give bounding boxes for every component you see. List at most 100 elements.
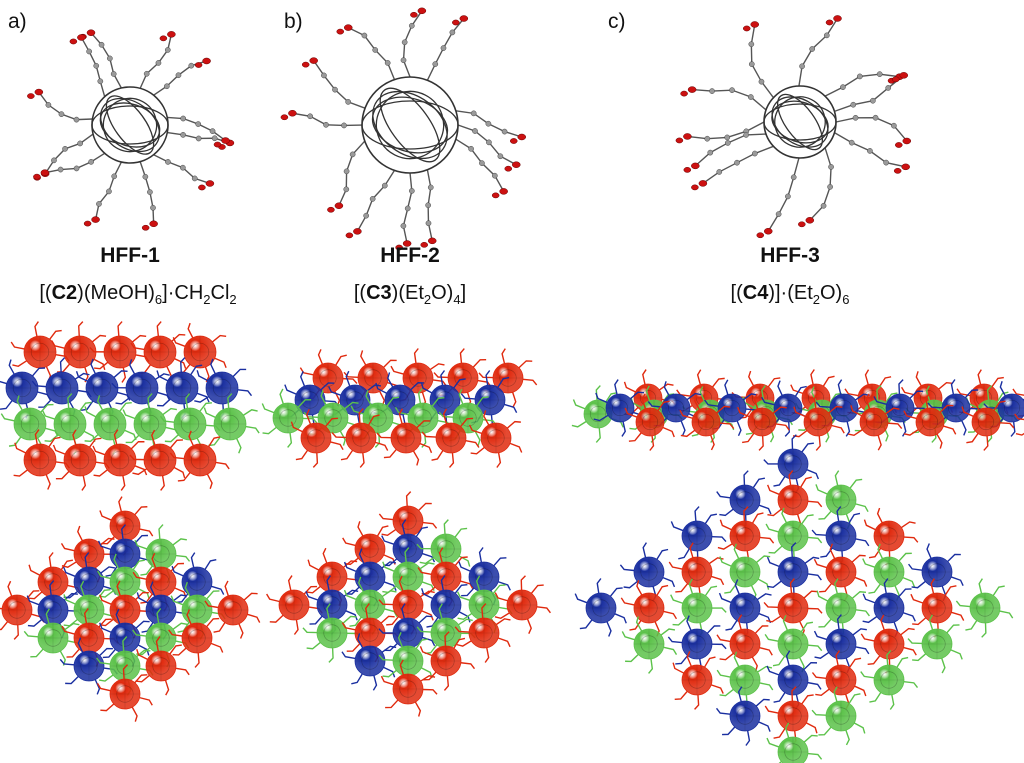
ester-arm bbox=[996, 391, 1009, 403]
cage-ring bbox=[475, 624, 493, 642]
cage-lines bbox=[184, 444, 216, 476]
cage-ring bbox=[30, 342, 50, 362]
molecule-hff-1 bbox=[27, 20, 235, 231]
ester-arm bbox=[609, 587, 623, 597]
ester-arm bbox=[100, 703, 115, 712]
ester-arm bbox=[807, 607, 823, 614]
ester-arm bbox=[309, 615, 323, 625]
cage-ring bbox=[307, 429, 325, 447]
carbon-atom bbox=[180, 132, 186, 138]
cage-lines bbox=[682, 521, 712, 551]
formula-hff-1: [(C2)(MeOH)6]·CH2Cl2 bbox=[39, 282, 237, 307]
ester-arm bbox=[595, 427, 601, 443]
ester-arm bbox=[196, 392, 210, 403]
carbon-atom bbox=[425, 220, 432, 227]
cage-lines bbox=[682, 665, 712, 695]
cage-ring bbox=[736, 707, 754, 725]
ester-arm bbox=[418, 502, 432, 511]
carbon-atom bbox=[707, 149, 714, 156]
ester-arm bbox=[668, 561, 683, 570]
ester-arm bbox=[124, 429, 137, 441]
carbon-atom bbox=[848, 139, 855, 146]
cage-ring bbox=[102, 97, 158, 153]
carbon-atom bbox=[790, 174, 797, 181]
cage-ring bbox=[80, 545, 98, 563]
ester-arm bbox=[317, 349, 323, 365]
ester-arm bbox=[675, 655, 689, 665]
cage-ring bbox=[977, 413, 995, 431]
cage-lines bbox=[886, 394, 914, 422]
ester-arm bbox=[719, 652, 734, 661]
carbon-atom bbox=[400, 223, 407, 229]
ester-arm bbox=[386, 396, 400, 407]
cage-ring bbox=[116, 517, 134, 535]
ester-arm bbox=[710, 434, 715, 451]
ester-arm bbox=[125, 434, 140, 444]
ester-arm bbox=[986, 385, 993, 401]
ester-arm bbox=[129, 359, 136, 375]
ester-arm bbox=[448, 452, 455, 468]
bond-chain bbox=[767, 157, 800, 232]
packing-hff-1-side bbox=[0, 320, 260, 495]
cage-lines bbox=[826, 593, 856, 623]
ester-arm bbox=[41, 410, 55, 420]
ester-arm bbox=[768, 545, 783, 554]
ester-arm bbox=[387, 372, 394, 388]
ester-arm bbox=[470, 446, 485, 455]
ester-arm bbox=[680, 420, 686, 437]
cage-lines bbox=[778, 557, 808, 587]
ester-arm bbox=[302, 417, 318, 424]
oxygen-atom bbox=[756, 232, 765, 239]
ester-arm bbox=[743, 506, 749, 522]
cage-lines bbox=[144, 336, 176, 368]
ester-arm bbox=[429, 363, 445, 371]
ester-arm bbox=[83, 430, 96, 442]
ester-arm bbox=[290, 421, 303, 433]
cage-ring bbox=[110, 342, 130, 362]
cage-lines bbox=[730, 665, 760, 695]
packing-hff-2-top bbox=[258, 491, 558, 717]
cage-lines bbox=[662, 394, 690, 422]
ester-arm bbox=[751, 512, 764, 524]
formula-hff-3: [(C4)]·(Et2O)6 bbox=[730, 282, 850, 307]
ester-arm bbox=[834, 470, 840, 486]
ester-arm bbox=[383, 666, 396, 678]
ester-arm bbox=[81, 400, 94, 411]
carbon-atom bbox=[180, 164, 186, 171]
cage-ring bbox=[152, 545, 170, 563]
ester-arm bbox=[129, 454, 145, 461]
ester-arm bbox=[845, 421, 851, 437]
cage-lines bbox=[391, 423, 421, 453]
carbon-atom bbox=[143, 70, 150, 77]
cage-ring bbox=[688, 599, 706, 617]
cage-ring bbox=[736, 527, 754, 545]
ester-arm bbox=[72, 429, 77, 445]
title-hff-3: HFF-3 bbox=[760, 244, 820, 267]
ester-arm bbox=[279, 388, 284, 404]
cage-ring bbox=[361, 596, 379, 614]
ester-arm bbox=[414, 701, 422, 717]
ester-arm bbox=[215, 461, 230, 470]
ester-arm bbox=[772, 655, 786, 667]
ester-arm bbox=[801, 694, 814, 705]
ester-arm bbox=[360, 350, 367, 366]
packing-hff-3-side bbox=[568, 369, 1024, 451]
cage-lines bbox=[634, 629, 664, 659]
bond-chain bbox=[90, 32, 122, 89]
ester-arm bbox=[863, 519, 876, 531]
ester-arm bbox=[67, 393, 73, 409]
ester-arm bbox=[132, 629, 147, 637]
ester-arm bbox=[775, 423, 790, 431]
ester-arm bbox=[0, 400, 13, 410]
ester-arm bbox=[901, 421, 907, 437]
ester-arm bbox=[520, 575, 526, 591]
ester-arm bbox=[117, 321, 123, 337]
cage-ring bbox=[442, 429, 460, 447]
ester-arm bbox=[372, 675, 378, 691]
ester-arm bbox=[120, 475, 126, 491]
ester-arm bbox=[813, 393, 819, 409]
ester-arm bbox=[672, 662, 685, 674]
ester-arm bbox=[156, 370, 169, 382]
ester-arm bbox=[375, 382, 387, 394]
cage-lines bbox=[403, 363, 433, 393]
